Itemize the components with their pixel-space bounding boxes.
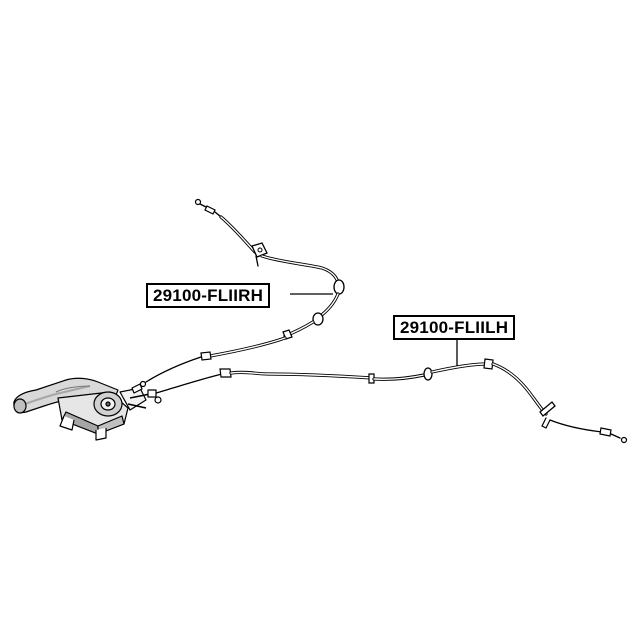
part-number-label-rh: 29100-FLIIRH	[146, 283, 271, 308]
part-number-label-lh: 29100-FLIILH	[393, 315, 516, 340]
left-cable-icon	[155, 358, 628, 444]
parking-brake-lever-icon	[13, 377, 162, 441]
right-cable-icon	[139, 198, 345, 388]
